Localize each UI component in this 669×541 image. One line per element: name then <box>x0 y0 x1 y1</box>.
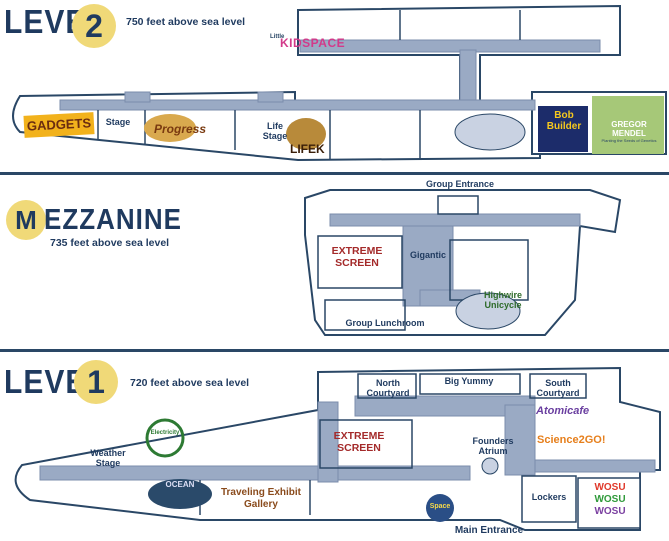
wosu-logos[interactable]: WOSU WOSU WOSU <box>584 482 636 518</box>
gadgets-label[interactable]: GADGETS <box>23 112 95 138</box>
level2-corridor <box>59 39 601 111</box>
mezzanine-extreme-screen-label[interactable]: EXTREME SCREEN <box>331 245 383 269</box>
science2go-label[interactable]: Science2GO! <box>537 434 606 446</box>
level2-number-badge: 2 <box>72 4 116 48</box>
level2-altitude: 750 feet above sea level <box>126 16 246 28</box>
mezzanine-initial: M <box>15 205 37 235</box>
level1-number: 1 <box>87 364 105 400</box>
bob-builder-line1: Bob <box>554 110 574 121</box>
lockers-label[interactable]: Lockers <box>531 492 567 502</box>
lifek-label[interactable]: LIFEK <box>290 142 325 156</box>
kidspace-label[interactable]: KIDSPACE <box>280 36 346 50</box>
level1-wosu-room <box>577 477 641 529</box>
mezzanine-altitude: 735 feet above sea level <box>50 237 170 249</box>
atomicafe-label[interactable]: Atomicafe <box>536 405 590 417</box>
progress-label[interactable]: Progress <box>153 122 207 136</box>
kidspace-prefix: Little <box>270 34 285 40</box>
wosu-logo-1: WOSU <box>594 482 626 493</box>
section-divider <box>0 172 669 175</box>
section-divider <box>0 349 669 352</box>
traveling-exhibit-gallery-label[interactable]: Traveling Exhibit Gallery <box>220 487 302 510</box>
gigantic-label[interactable]: Gigantic <box>409 250 446 260</box>
exhibit-art <box>144 96 664 522</box>
stage-label[interactable]: Stage <box>105 117 131 127</box>
wosu-logo-2: WOSU <box>594 494 626 505</box>
highwire-unicycle-label[interactable]: Highwire Unicycle <box>483 290 522 310</box>
mezzanine-corridor <box>329 213 581 307</box>
life-stage-label[interactable]: Life Stage <box>262 121 288 141</box>
group-entrance-label[interactable]: Group Entrance <box>425 179 494 189</box>
gregor-mendel-line2: MENDEL <box>612 129 646 138</box>
level1-atrium-fountain <box>481 457 499 475</box>
level2-number: 2 <box>85 8 103 44</box>
level2-upper-wing <box>297 4 621 105</box>
mezzanine-word: EZZANINE <box>44 202 182 236</box>
north-courtyard-label[interactable]: North Courtyard <box>366 378 410 398</box>
main-entrance-label[interactable]: Main Entrance <box>454 525 524 536</box>
gregor-mendel-line1: GREGOR <box>611 120 647 129</box>
weather-stage-label[interactable]: Weather Stage <box>90 448 126 468</box>
big-yummy-label[interactable]: Big Yummy <box>444 376 494 386</box>
electricity-label[interactable]: Electricity <box>150 430 180 436</box>
level2-oval-exhibit <box>454 113 526 151</box>
mezzanine-initial-badge: M <box>6 200 46 240</box>
south-courtyard-label[interactable]: South Courtyard <box>536 378 580 398</box>
mezzanine-oval <box>455 292 521 330</box>
level1-altitude: 720 feet above sea level <box>130 377 250 389</box>
gregor-mendel-tagline: Planting the Seeds of Genetics <box>601 138 657 143</box>
level1-number-badge: 1 <box>74 360 118 404</box>
ocean-label[interactable]: OCEAN <box>165 480 195 489</box>
gregor-mendel-label[interactable]: GREGOR MENDEL Planting the Seeds of Gene… <box>596 120 662 144</box>
bob-builder-label[interactable]: Bob Builder <box>543 110 585 132</box>
group-lunchroom-label[interactable]: Group Lunchroom <box>345 318 425 328</box>
founders-atrium-label[interactable]: Founders Atrium <box>472 436 514 456</box>
wosu-logo-3: WOSU <box>594 506 626 517</box>
bob-builder-line2: Builder <box>546 121 582 132</box>
level1-extreme-screen-label[interactable]: EXTREME SCREEN <box>333 430 385 454</box>
level1-corridor <box>39 395 656 483</box>
space-label[interactable]: Space <box>429 503 451 510</box>
